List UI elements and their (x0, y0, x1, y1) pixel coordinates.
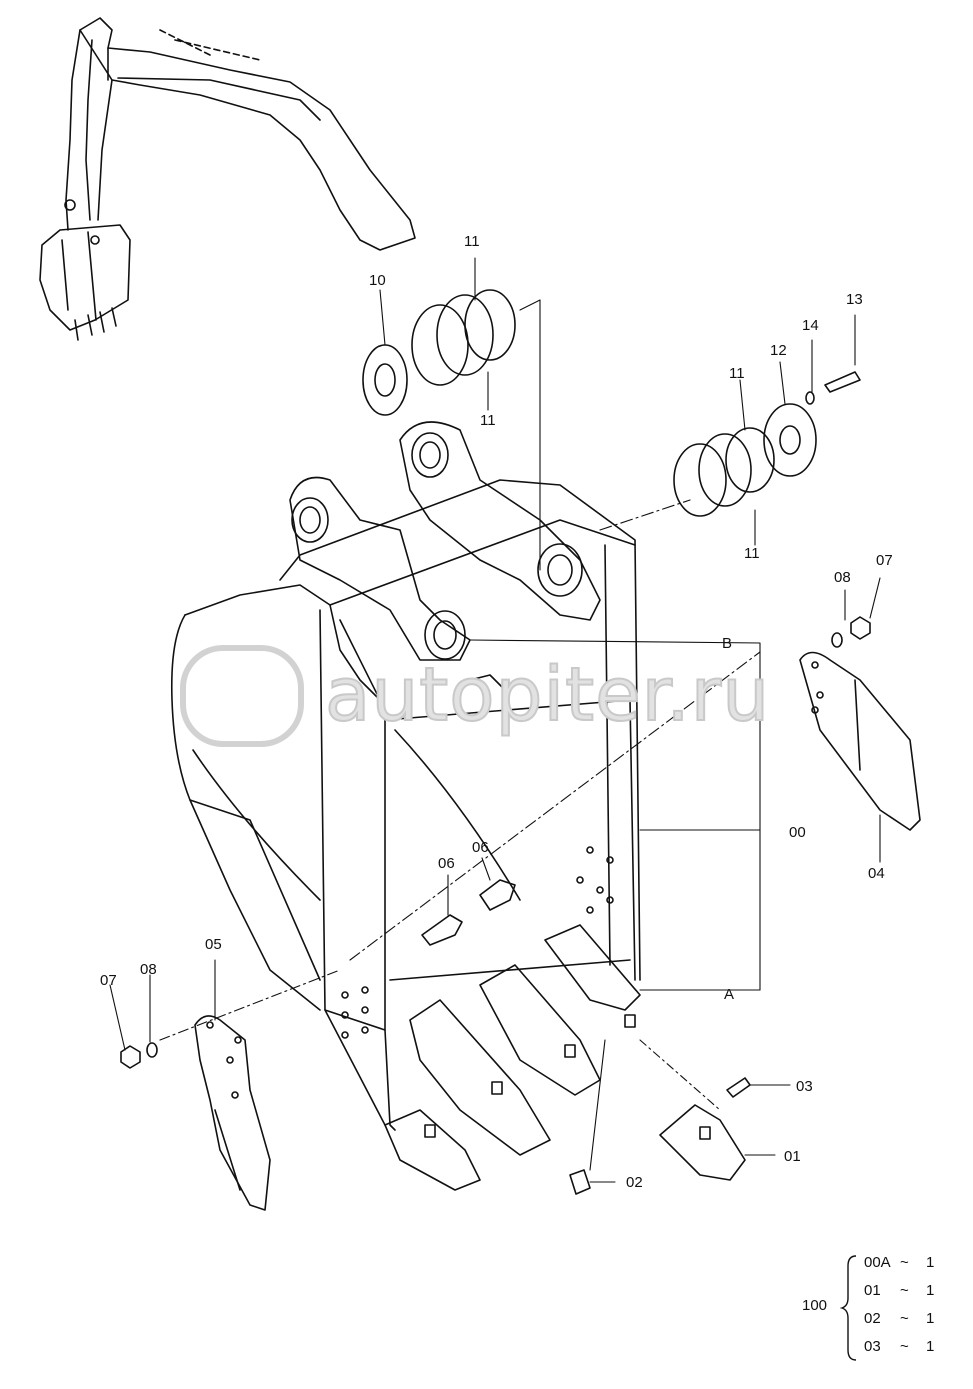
kit-row-sep: ~ (900, 1254, 909, 1271)
kit-brace-icon (840, 1255, 857, 1361)
kit-row-qty: 1 (926, 1338, 935, 1355)
shim-set-right (673, 371, 861, 517)
callout-11-mid: 11 (480, 412, 496, 429)
callout-05: 05 (205, 936, 222, 953)
callout-14: 14 (802, 317, 819, 334)
callout-11-right-bottom: 11 (744, 545, 760, 562)
tooth-01-part (659, 1077, 751, 1181)
leader-lines (109, 257, 881, 1183)
watermark-text: autopiter.ru (324, 651, 771, 739)
callout-08-left: 08 (140, 961, 157, 978)
callout-12: 12 (770, 342, 787, 359)
pin-02-part (569, 1169, 591, 1195)
callout-00: 00 (789, 824, 806, 841)
callout-08-right: 08 (834, 569, 851, 586)
excavator-arm-thumbnail (39, 17, 416, 341)
kit-row-sep: ~ (900, 1282, 909, 1299)
callout-06-right: 06 (472, 839, 489, 856)
callout-02: 02 (626, 1174, 643, 1191)
callout-01: 01 (784, 1148, 801, 1165)
kit-row-qty: 1 (926, 1254, 935, 1271)
kit-row-sep: ~ (900, 1338, 909, 1355)
watermark: autopiter.ru (175, 640, 815, 770)
callout-11-right-top: 11 (729, 365, 745, 382)
kit-row-qty: 1 (926, 1310, 935, 1327)
callout-11-top: 11 (464, 233, 480, 250)
callout-07-left: 07 (100, 972, 117, 989)
watermark-logo-icon (180, 645, 304, 747)
kit-row-code: 01 (864, 1282, 881, 1299)
kit-row-qty: 1 (926, 1282, 935, 1299)
side-cutter-04-part (799, 651, 921, 831)
kit-row-code: 00A (864, 1254, 891, 1271)
callout-10: 10 (369, 272, 386, 289)
shim-set-left (362, 289, 516, 416)
bolts-06 (421, 879, 516, 946)
callout-B: B (722, 635, 733, 652)
callout-06-left: 06 (438, 855, 455, 872)
callout-A: A (724, 986, 735, 1003)
kit-row-code: 03 (864, 1338, 881, 1355)
bucket-teeth (384, 924, 641, 1191)
kit-row-code: 02 (864, 1310, 881, 1327)
callout-07-right: 07 (876, 552, 893, 569)
side-cutter-05-part (194, 1015, 271, 1211)
kit-legend: 100 00A ~ 1 01 ~ 1 02 ~ 1 03 ~ 1 (802, 1254, 962, 1364)
nut-07-right (831, 616, 871, 648)
callout-13: 13 (846, 291, 863, 308)
kit-number: 100 (802, 1297, 828, 1314)
bucket-body (170, 421, 641, 1131)
callout-04: 04 (868, 865, 885, 882)
nut-07-left (120, 1042, 158, 1069)
callout-03: 03 (796, 1078, 813, 1095)
kit-row-sep: ~ (900, 1310, 909, 1327)
